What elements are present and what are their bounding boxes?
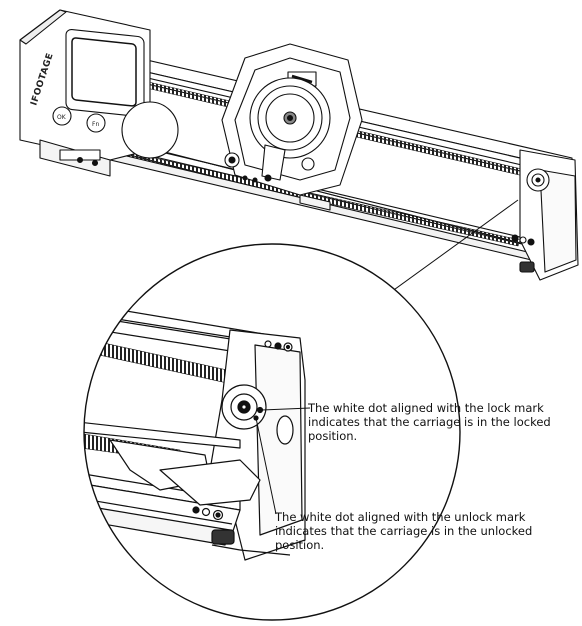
drive-wheel bbox=[121, 101, 179, 159]
zoom-leader-line bbox=[379, 199, 519, 301]
lock-callout-line: position. bbox=[308, 429, 358, 443]
lock-leader-line bbox=[261, 407, 311, 411]
magnified-detail bbox=[83, 243, 461, 621]
unlock-callout-line: position. bbox=[275, 538, 325, 552]
lock-callout-line: indicates that the carriage is in the lo… bbox=[308, 415, 551, 429]
lock-mark bbox=[256, 406, 264, 414]
ok-button-label: OK bbox=[57, 114, 67, 121]
ok-button bbox=[52, 106, 72, 126]
slider-overview bbox=[19, 9, 579, 281]
unlock-callout-line: The white dot aligned with the unlock ma… bbox=[275, 510, 526, 524]
fn-button-label: Fn bbox=[92, 121, 99, 128]
unlock-callout: The white dot aligned with the unlock ma… bbox=[275, 510, 532, 552]
unlock-callout-line: indicates that the carriage is in the un… bbox=[275, 524, 533, 538]
fn-button bbox=[86, 113, 106, 133]
lock-callout: The white dot aligned with the lock mark… bbox=[308, 401, 551, 443]
lock-callout-line: The white dot aligned with the lock mark bbox=[308, 401, 544, 415]
unlock-leader-line bbox=[255, 417, 277, 515]
